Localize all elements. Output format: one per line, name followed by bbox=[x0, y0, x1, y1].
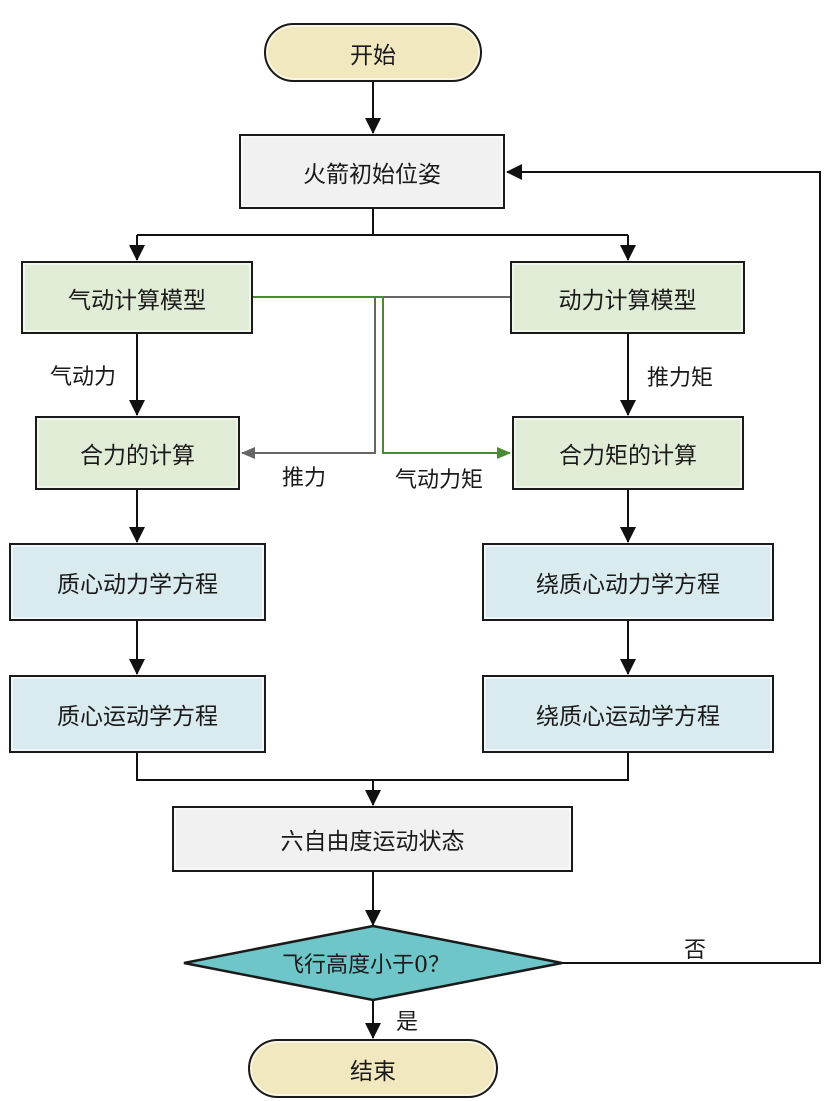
force-calc-node: 合力的计算 bbox=[35, 416, 240, 490]
decision-label: 飞行高度小于0？ bbox=[282, 953, 450, 978]
moment-calc-node: 合力矩的计算 bbox=[512, 416, 744, 490]
start-node: 开始 bbox=[264, 23, 482, 82]
label-thrust: 推力 bbox=[282, 466, 327, 491]
about-cm-dynamics-node: 绕质心动力学方程 bbox=[482, 543, 774, 621]
label-yes: 是 bbox=[396, 1010, 419, 1035]
label-no: 否 bbox=[684, 938, 707, 963]
label-aero-moment: 气动力矩 bbox=[395, 468, 484, 493]
edge-decision-no-loop bbox=[506, 164, 821, 964]
power-model-node: 动力计算模型 bbox=[510, 261, 745, 334]
six-dof-state-node: 六自由度运动状态 bbox=[172, 806, 573, 872]
edge-merge bbox=[136, 753, 629, 781]
aero-model-node: 气动计算模型 bbox=[21, 261, 253, 334]
edge-thrust bbox=[241, 296, 510, 459]
initial-attitude-node: 火箭初始位姿 bbox=[239, 134, 505, 209]
decision-diamond bbox=[183, 924, 563, 1002]
cm-dynamics-node: 质心动力学方程 bbox=[9, 543, 266, 621]
about-cm-kinematics-node: 绕质心运动学方程 bbox=[482, 675, 774, 753]
edge-aero-moment bbox=[253, 296, 511, 459]
cm-kinematics-node: 质心运动学方程 bbox=[9, 675, 266, 753]
label-aero-force: 气动力 bbox=[50, 365, 117, 390]
end-node: 结束 bbox=[248, 1039, 498, 1098]
label-thrust-moment: 推力矩 bbox=[647, 366, 714, 391]
